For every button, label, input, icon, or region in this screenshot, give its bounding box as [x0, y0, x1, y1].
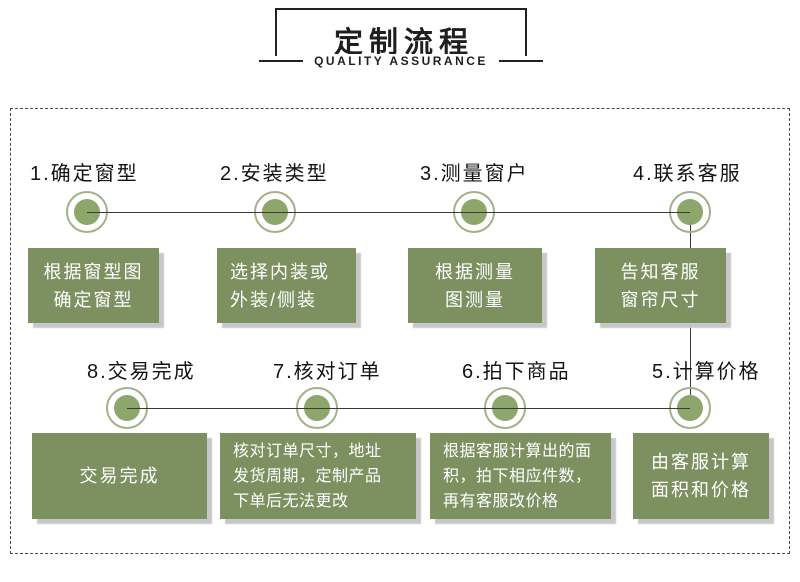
step-4-label: 4.联系客服	[633, 163, 742, 185]
step-7-label: 7.核对订单	[273, 361, 382, 383]
step-2-box-text: 选择内装或 外装/侧装	[230, 261, 330, 310]
section-title: 定制流程	[333, 27, 474, 59]
row2-connector-line	[127, 408, 690, 409]
step-5-label: 5.计算价格	[652, 361, 761, 383]
row1-connector-line	[87, 212, 690, 213]
flow-diagram-container: 1.确定窗型 2.安装类型 3.测量窗户 4.联系客服 根据窗型图 确定窗型 选…	[10, 108, 790, 554]
step-8-label: 8.交易完成	[87, 361, 196, 383]
step-2-label: 2.安装类型	[220, 163, 329, 185]
step-6-label: 6.拍下商品	[462, 361, 571, 383]
subtitle-right-line	[498, 60, 543, 62]
subtitle-row: QUALITY ASSURANCE	[259, 54, 543, 68]
step-7-box: 核对订单尺寸，地址 发货周期，定制产品 下单后无法更改	[220, 433, 416, 519]
step-6-box-text: 根据客服计算出的面 积，拍下相应件数， 再有客服改价格	[443, 442, 592, 510]
step-1-label: 1.确定窗型	[30, 163, 139, 185]
step-3-box-text: 根据测量 图测量	[435, 261, 515, 310]
step-8-box-text: 交易完成	[79, 466, 160, 486]
section-header: 定制流程 QUALITY ASSURANCE	[259, 8, 543, 68]
step-5-box-text: 由客服计算 面积和价格	[651, 452, 751, 500]
step-1-box: 根据窗型图 确定窗型	[28, 248, 159, 323]
step-2-box: 选择内装或 外装/侧装	[217, 248, 356, 323]
step-3-box: 根据测量 图测量	[408, 248, 542, 323]
title-box: 定制流程	[275, 8, 527, 59]
step-6-box: 根据客服计算出的面 积，拍下相应件数， 再有客服改价格	[430, 433, 611, 519]
step-5-box: 由客服计算 面积和价格	[633, 433, 769, 519]
subtitle-left-line	[259, 60, 304, 62]
step-7-box-text: 核对订单尺寸，地址 发货周期，定制产品 下单后无法更改	[233, 442, 382, 510]
section-subtitle: QUALITY ASSURANCE	[312, 54, 490, 68]
step-4-box-text: 告知客服 窗帘尺寸	[620, 261, 701, 310]
step-8-box: 交易完成	[32, 433, 207, 519]
step-4-box: 告知客服 窗帘尺寸	[595, 248, 726, 323]
step-1-box-text: 根据窗型图 确定窗型	[43, 261, 144, 310]
step-3-label: 3.测量窗户	[420, 163, 529, 185]
